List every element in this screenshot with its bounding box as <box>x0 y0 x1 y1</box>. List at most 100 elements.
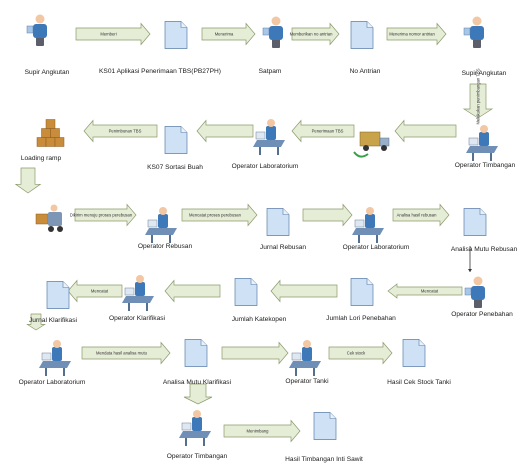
edge-label: Mencatat <box>421 288 439 293</box>
node-label: Loading ramp <box>21 155 62 162</box>
torso <box>269 26 283 40</box>
block-arrow <box>291 119 355 143</box>
node-label: Operator Timbangan <box>167 453 228 460</box>
edge-analisarebusan-to-oppenebahan <box>468 246 472 272</box>
block-arrow <box>270 279 338 303</box>
crate <box>36 137 47 147</box>
node-label: Analisa Mutu Rebusan <box>451 246 518 253</box>
monitor <box>124 287 135 296</box>
node-ks01: KS01 Aplikasi Penerimaan TBS(PB27PH) <box>99 21 221 75</box>
block-arrow <box>196 119 254 143</box>
edge-oprebusan-to-jurnalrebusan: Mencatat proses perebusan <box>181 203 258 227</box>
edge-label: Cek stock <box>347 350 366 355</box>
crate <box>41 128 51 138</box>
node-truk <box>353 131 390 158</box>
operator-icon <box>39 340 71 376</box>
node-supir1: Supir Angkutan <box>25 14 70 76</box>
monitor <box>354 219 365 228</box>
desk-leg <box>490 153 492 161</box>
person-icon <box>463 16 484 48</box>
edge-satpam-to-antrian: Memberikan no antrian <box>290 22 340 46</box>
edge-loading-to-forklift <box>14 167 42 194</box>
held-paper <box>464 287 472 296</box>
document-fold <box>62 281 69 288</box>
document-icon <box>350 21 374 49</box>
crate <box>35 213 49 225</box>
operator-icon <box>466 125 498 161</box>
edge-oplab1-to-ks07 <box>196 119 254 143</box>
head <box>472 16 482 26</box>
desk <box>352 228 384 235</box>
head <box>193 410 201 418</box>
document-fold <box>282 208 289 215</box>
node-oppenebahan: Operator Penebahan <box>451 276 513 318</box>
node-optanki: Operator Tanki <box>285 340 329 385</box>
crate <box>45 137 56 147</box>
arrowhead <box>468 269 472 272</box>
edge-label: Menimbang <box>247 428 270 433</box>
edge-jurnalklarifikasi-to-oplab3 <box>26 313 47 331</box>
edge-label: Mencatat proses perebusan <box>189 212 242 217</box>
torso <box>479 132 489 146</box>
desk <box>179 431 211 438</box>
node-label: Satpam <box>259 68 282 75</box>
document-sheet <box>234 278 258 306</box>
forklift-wheel <box>48 226 54 232</box>
desk-leg <box>63 368 65 376</box>
head <box>303 340 311 348</box>
edge-oplab3-to-analisaklarifikasi: Mendata hasil analisa mutu <box>81 341 171 365</box>
desk-leg <box>128 303 130 311</box>
torso <box>365 214 375 228</box>
desk <box>289 361 321 368</box>
block-arrow <box>74 203 137 227</box>
desk-leg <box>313 368 315 376</box>
edge-oplab2-to-analisarebusan: Analisa hasil rebusan <box>392 203 450 227</box>
truck-cab <box>379 137 390 147</box>
block-arrow <box>26 313 47 331</box>
driver-head <box>50 204 58 212</box>
block-arrow <box>83 119 158 143</box>
node-label: Operator Timbangan <box>455 162 516 169</box>
node-analisarebusan: Analisa Mutu Rebusan <box>451 208 518 253</box>
held-paper <box>262 27 270 36</box>
desk-leg <box>146 303 148 311</box>
node-label: Supir Angkutan <box>462 70 507 77</box>
node-label: Jumlah Lori Penebahan <box>326 315 396 322</box>
torso <box>471 286 485 300</box>
monitor <box>291 352 302 361</box>
document-fold <box>329 412 336 419</box>
torso <box>266 126 276 140</box>
block-arrow <box>386 22 447 46</box>
node-oplab2: Operator Laboratorium <box>343 207 410 251</box>
edge-label: Mendata hasil analisa mutu <box>96 350 148 355</box>
node-loading: Loading ramp <box>21 119 65 162</box>
node-label: Jumlah Katekopen <box>232 316 287 323</box>
torso <box>52 347 62 361</box>
document-sheet <box>164 126 188 154</box>
monitor <box>255 131 266 140</box>
node-label: No Antrian <box>350 68 381 75</box>
person-icon <box>464 276 485 308</box>
edge-label: Analisa hasil rebusan <box>397 212 437 217</box>
edge-label: Memberi <box>100 31 116 36</box>
node-oprebusan: Operator Rebusan <box>138 207 192 250</box>
block-arrow <box>181 203 258 227</box>
operator-icon <box>122 275 154 311</box>
node-hasiltimbangan: Hasil Timbangan Inti Sawit <box>285 412 363 463</box>
person-icon <box>262 16 283 48</box>
edge-truk-to-oplab1: Penerimaan TBS <box>291 119 355 143</box>
edge-ks07-to-loading: Penimbunan TBS <box>83 119 158 143</box>
document-sheet <box>402 339 426 367</box>
truck-wheel <box>363 145 369 151</box>
monitor <box>147 219 158 228</box>
edge-antrian-to-supir2: Menerima nomor antrian <box>386 22 447 46</box>
edge-analisaklarifikasi-to-optimbangan2 <box>183 383 213 405</box>
unload-arrow <box>353 151 369 158</box>
node-ks07: KS07 Sortasi Buah <box>147 126 203 171</box>
document-icon <box>234 278 258 306</box>
node-label: Jurnal Rebusan <box>260 244 307 251</box>
operator-icon <box>145 207 177 243</box>
edge-forklift-to-oprebusan: Dikirim menuju proses perebusan <box>70 203 137 227</box>
legs <box>474 298 482 308</box>
